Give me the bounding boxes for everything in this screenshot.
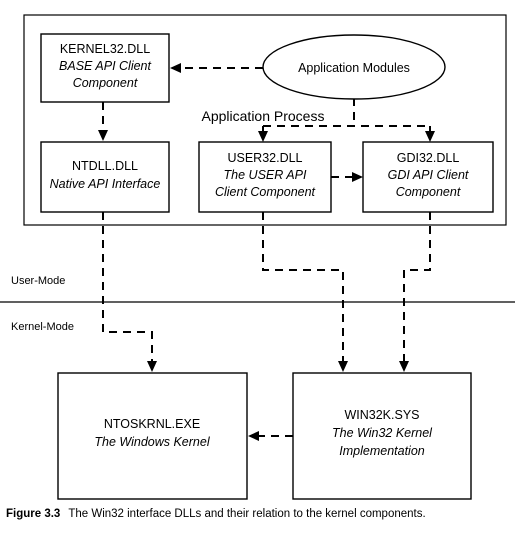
user32-line1: The USER API (224, 168, 307, 182)
arrowhead-ntoskrnl (147, 361, 157, 372)
gdi32-line2: Component (396, 185, 461, 199)
user32-line2: Client Component (215, 185, 316, 199)
figure-caption: Figure 3.3 The Win32 interface DLLs and t… (6, 508, 511, 520)
kernel32-line2: Component (73, 76, 138, 90)
ntoskrnl-name: NTOSKRNL.EXE (104, 417, 200, 431)
edges (98, 63, 435, 441)
application-process-frame (23, 14, 507, 226)
kernel32-name: KERNEL32.DLL (60, 42, 150, 56)
node-user32: USER32.DLL The USER API Client Component (198, 141, 332, 213)
gdi32-name: GDI32.DLL (397, 151, 460, 165)
arrowhead-user32 (258, 131, 268, 142)
figure-caption-text: The Win32 interface DLLs and their relat… (68, 508, 426, 520)
edge-ntdll-ntoskrnl (102, 212, 153, 361)
win32k-line1: The Win32 Kernel (332, 426, 433, 440)
application-modules-label: Application Modules (298, 61, 410, 75)
arrowhead-win32k-right (399, 361, 409, 372)
win32k-line2: Implementation (339, 444, 425, 458)
edge-user32-win32k (262, 212, 344, 361)
node-ntdll: NTDLL.DLL Native API Interface (40, 141, 170, 213)
win32k-name: WIN32K.SYS (344, 408, 419, 422)
arrowhead-win32k-left (338, 361, 348, 372)
node-kernel32: KERNEL32.DLL BASE API Client Component (40, 33, 170, 103)
user-mode-label: User-Mode (11, 275, 65, 287)
ntdll-name: NTDLL.DLL (72, 159, 138, 173)
ntdll-line1: Native API Interface (50, 177, 161, 191)
arrowhead-ntdll (98, 130, 108, 141)
kernel-mode-label: Kernel-Mode (11, 321, 74, 333)
arrowhead-gdi32 (425, 131, 435, 142)
node-gdi32: GDI32.DLL GDI API Client Component (362, 141, 494, 213)
ntoskrnl-line1: The Windows Kernel (94, 435, 210, 449)
arrowhead-kernel32 (170, 63, 181, 73)
kernel32-line1: BASE API Client (59, 59, 151, 73)
user32-name: USER32.DLL (227, 151, 302, 165)
edge-gdi32-win32k (403, 212, 431, 361)
gdi32-line1: GDI API Client (388, 168, 469, 182)
arrowhead-ntoskrnl-side (248, 431, 259, 441)
figure-label: Figure 3.3 (6, 508, 61, 520)
node-application-modules: Application Modules (262, 34, 446, 100)
node-win32k: WIN32K.SYS The Win32 Kernel Implementati… (292, 372, 472, 500)
arrowhead-gdi32-side (352, 172, 363, 182)
node-ntoskrnl: NTOSKRNL.EXE The Windows Kernel (57, 372, 248, 500)
application-process-label: Application Process (202, 108, 325, 124)
